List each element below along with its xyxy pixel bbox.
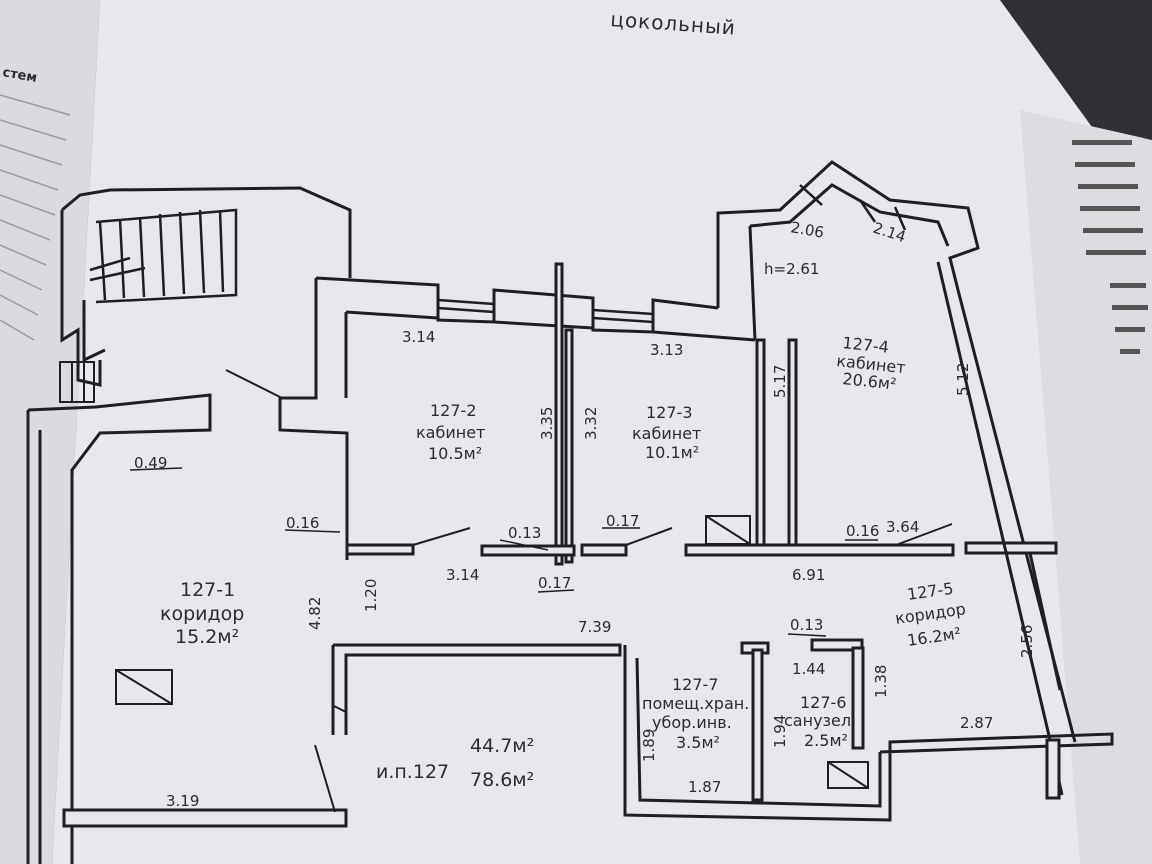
left-page-lines [0, 94, 71, 341]
room-name-line1: помещ.хран. [642, 694, 749, 713]
dim-label: 1.44 [792, 660, 825, 678]
dim-label: 0.17 [606, 512, 639, 530]
door-swings [225, 369, 953, 813]
room-id: 127-3 [646, 403, 693, 422]
dim-label: 2.56 [1018, 625, 1036, 658]
dim-label: 0.17 [538, 574, 571, 592]
room-id: 127-7 [672, 675, 719, 694]
left-page-fragment: стем [1, 65, 38, 86]
totals-block: и.п.127 44.7м² 78.6м² [376, 735, 534, 791]
wall-top-outer [315, 276, 719, 334]
dim-label: 1.89 [640, 729, 658, 762]
dim-label: 1.38 [872, 665, 890, 698]
dim-label: 3.19 [166, 792, 199, 810]
dim-label: 6.91 [792, 566, 825, 584]
room-area: 15.2м² [175, 626, 239, 648]
dimension-labels: 3.14 3.13 3.35 3.32 5.17 5.12 2.06 2.14 … [134, 218, 1036, 810]
room-id: 127-1 [180, 579, 235, 601]
room-name: кабинет [416, 423, 485, 442]
dim-label: 3.32 [582, 407, 600, 440]
room-name: коридор [160, 603, 244, 625]
room-127-2: 127-2 кабинет 10.5м² [416, 401, 485, 463]
left-page [0, 0, 100, 864]
plan-sheet [52, 0, 1152, 864]
dim-label: 7.39 [578, 618, 611, 636]
dim-label: 0.16 [286, 514, 319, 532]
dimension-leaders [129, 467, 878, 637]
walls [26, 160, 1114, 864]
room-127-1: 127-1 коридор 15.2м² [160, 579, 244, 648]
room-area: 10.1м² [645, 443, 699, 462]
dim-label: 3.13 [650, 341, 683, 359]
room-id: 127-2 [430, 401, 477, 420]
dim-label: 1.87 [688, 778, 721, 796]
windows [437, 184, 907, 324]
dim-label: 4.82 [306, 597, 324, 630]
room-name: санузел [784, 711, 851, 730]
dim-label: 0.13 [508, 524, 541, 542]
dim-label: 3.64 [886, 518, 919, 536]
right-page-text [1072, 140, 1148, 354]
room-id: 127-6 [800, 693, 847, 712]
dim-label: 1.20 [362, 579, 380, 612]
dim-label: 2.06 [789, 218, 825, 242]
room-area: 10.5м² [428, 444, 482, 463]
dim-label: 2.87 [960, 714, 993, 732]
room-127-3: 127-3 кабинет 10.1м² [632, 403, 701, 462]
dim-label: 3.14 [402, 328, 435, 346]
dim-label: 5.17 [771, 365, 789, 398]
dim-label: 3.14 [446, 566, 479, 584]
vent-shafts [59, 361, 869, 789]
right-page [1020, 110, 1152, 864]
dim-label: 3.35 [538, 407, 556, 440]
room-id: 127-4 [842, 333, 890, 357]
ceiling-height: h=2.61 [764, 260, 819, 278]
dim-label: 0.49 [134, 454, 167, 472]
dim-label: 0.16 [846, 522, 879, 540]
room-name-line2: убор.инв. [652, 713, 732, 732]
room-127-7: 127-7 помещ.хран. убор.инв. 3.5м² [642, 675, 749, 752]
dim-label: 5.12 [954, 363, 972, 396]
room-name: кабинет [632, 424, 701, 443]
stair-treads [89, 208, 238, 304]
area-main: 44.7м² [470, 735, 534, 757]
room-area: 3.5м² [676, 733, 720, 752]
unit-label: и.п.127 [376, 761, 449, 783]
room-area: 2.5м² [804, 731, 848, 750]
area-total: 78.6м² [470, 769, 534, 791]
dim-label: 0.13 [790, 616, 823, 634]
room-127-6: 127-6 санузел 2.5м² [784, 693, 851, 750]
dim-label: 1.94 [771, 715, 789, 748]
